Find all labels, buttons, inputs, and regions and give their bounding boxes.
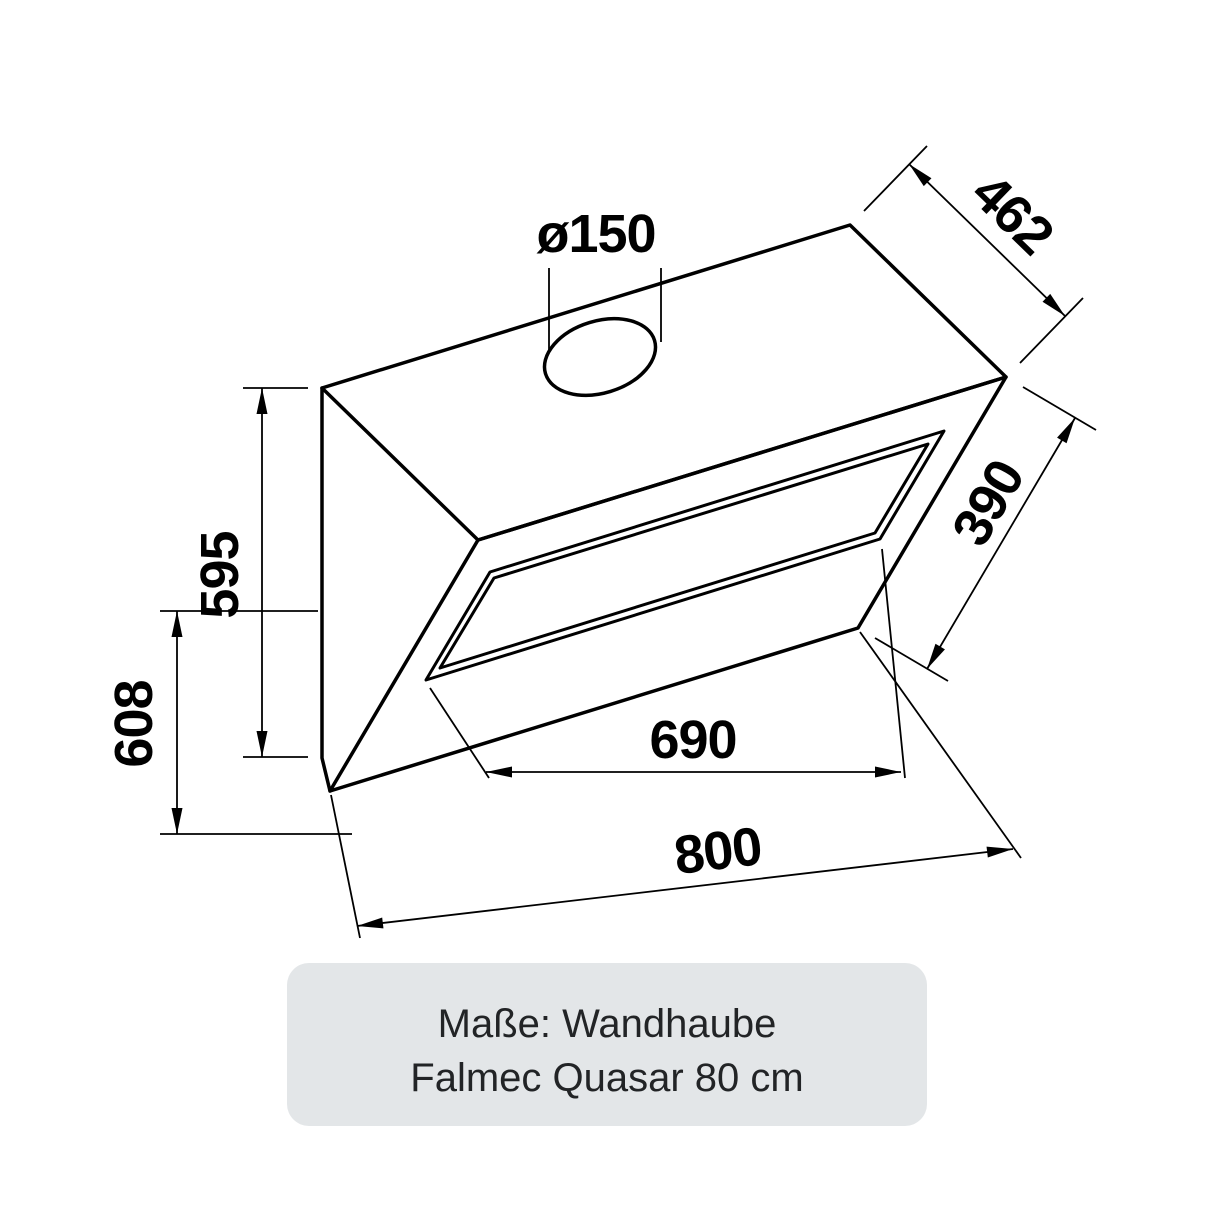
hood-top-face bbox=[320, 223, 1008, 542]
extension-line bbox=[881, 548, 906, 779]
dimension-total-height: 608 bbox=[104, 610, 352, 835]
dimension-panel-side: 390 bbox=[874, 386, 1097, 682]
caption-box: Maße: Wandhaube Falmec Quasar 80 cm bbox=[287, 963, 927, 1126]
dimension-depth: 462 bbox=[863, 145, 1084, 364]
caption-line-1: Maße: Wandhaube bbox=[438, 1002, 777, 1046]
caption-background bbox=[287, 963, 927, 1126]
dimension-duct-diameter: ø150 bbox=[536, 204, 662, 350]
dimension-line bbox=[356, 846, 1014, 929]
dim-label-total-width: 800 bbox=[671, 816, 765, 886]
dim-label-inner-width: 690 bbox=[649, 710, 736, 770]
extension-line bbox=[863, 145, 928, 212]
extension-line bbox=[429, 687, 490, 779]
extension-line bbox=[1019, 297, 1084, 364]
dimension-total-width: 800 bbox=[330, 631, 1022, 939]
extension-line bbox=[874, 637, 949, 682]
dimension-inner-width: 690 bbox=[429, 548, 906, 779]
extension-line bbox=[330, 794, 361, 939]
front-window-inner-border bbox=[438, 442, 930, 670]
extension-line bbox=[859, 631, 1022, 859]
dimension-line bbox=[908, 163, 1066, 317]
duct-outlet-circle bbox=[542, 317, 658, 397]
extension-line bbox=[1022, 386, 1097, 431]
hood-left-side-edge bbox=[320, 386, 332, 793]
dim-label-duct-diameter: ø150 bbox=[536, 204, 655, 264]
hood-front-face bbox=[328, 375, 1008, 793]
dim-label-total-height: 608 bbox=[104, 680, 164, 767]
dimension-back-height: 595 bbox=[190, 387, 308, 758]
caption-line-2: Falmec Quasar 80 cm bbox=[410, 1056, 803, 1100]
dimension-line bbox=[926, 417, 1076, 670]
front-window-outer-border bbox=[424, 429, 946, 682]
dim-label-depth: 462 bbox=[960, 162, 1064, 266]
dim-label-back-height: 595 bbox=[190, 531, 250, 618]
hood-outline bbox=[320, 223, 1008, 793]
